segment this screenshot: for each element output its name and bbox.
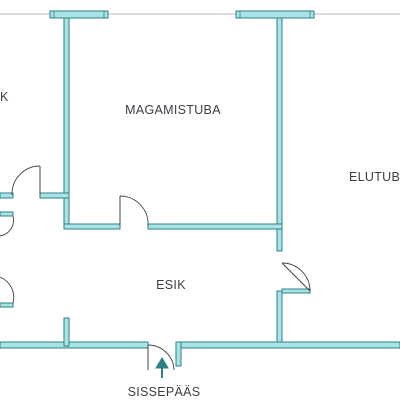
door-left-middle: [0, 215, 14, 237]
room-label-left: K: [0, 90, 9, 104]
wall-left-stub-3: [0, 211, 14, 217]
window-top-right: [235, 10, 315, 19]
wall-entrance-jamb: [175, 341, 182, 367]
wall-vertical-right-upper: [276, 17, 283, 252]
wall-vertical-right-lower: [276, 290, 283, 347]
wall-left-stub-4: [0, 302, 14, 308]
wall-bottom-post: [63, 317, 70, 347]
entrance-arrow-icon: [155, 357, 169, 378]
door-left-upper: [11, 165, 41, 196]
room-label-living: ELUTUB: [349, 170, 400, 184]
wall-bedroom-bottom-left: [63, 223, 121, 230]
wall-bedroom-bottom-right: [147, 223, 283, 230]
entrance-label: SISSEPÄÄS: [128, 385, 201, 399]
wall-bottom-right: [175, 341, 400, 349]
door-living-room: [281, 262, 311, 292]
room-label-hall: ESIK: [156, 278, 186, 292]
door-bedroom: [119, 195, 149, 227]
room-label-bedroom: MAGAMISTUBA: [125, 103, 221, 117]
wall-bottom-left: [0, 341, 149, 349]
wall-door-jamb-right: [281, 288, 311, 294]
wall-left-stub-2: [0, 192, 14, 199]
window-top-left: [49, 10, 109, 19]
door-entrance: [147, 344, 175, 371]
wall-left-stub: [39, 192, 70, 199]
door-left-lower: [0, 276, 15, 304]
